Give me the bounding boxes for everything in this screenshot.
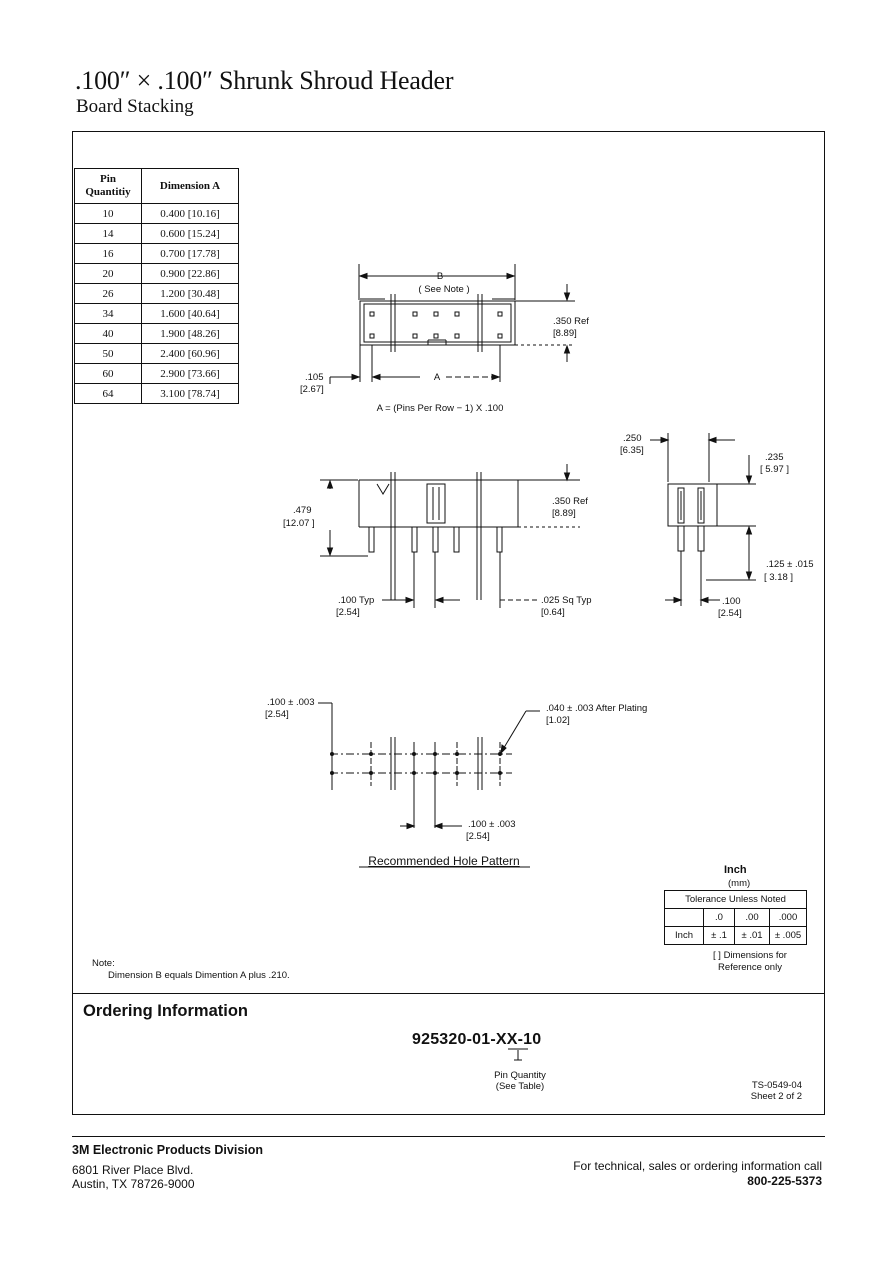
ordering-part-number: 925320-01-XX-10 (412, 1031, 542, 1048)
side-height-in: .235 (765, 452, 784, 463)
front-ref-mm: [8.89] (552, 508, 576, 519)
side-width-mm: [6.35] (620, 445, 644, 456)
hole-row-mm: [2.54] (265, 709, 289, 720)
front-height-in: .479 (293, 505, 312, 516)
top-ref-in: .350 Ref (553, 316, 589, 327)
hole-row-in: .100 ± .003 (267, 697, 314, 708)
unit-inch-label: Inch (724, 864, 747, 876)
frame-divider (72, 993, 825, 994)
table-row: Inch ± .1 ± .01 ± .005 (664, 926, 807, 945)
side-view (650, 433, 756, 606)
footer-address-line2: Austin, TX 78726-9000 (72, 1177, 195, 1191)
front-pitch-mm: [2.54] (336, 607, 360, 618)
header-pin-line2: Quantitiy (85, 186, 131, 198)
tolerance-table: Tolerance Unless Noted .0 .00 .000 Inch … (664, 890, 807, 945)
top-ref-mm: [8.89] (553, 328, 577, 339)
page-title: .100″ × .100″ Shrunk Shroud Header (75, 66, 454, 95)
top-offset-mm: [2.67] (300, 384, 324, 395)
tolerance-value: ± .1 (703, 926, 735, 945)
side-pitch-in: .100 (722, 596, 741, 607)
pin-qty: 64 (74, 383, 142, 404)
ordering-pin-line1: Pin Quantity (494, 1070, 546, 1081)
table-row: .0 .00 .000 (664, 908, 807, 927)
hole-pitch-in: .100 ± .003 (468, 819, 515, 830)
header-pin-line1: Pin (100, 173, 116, 185)
unit-mm-label: (mm) (728, 878, 751, 889)
front-pin-mm: [0.64] (541, 607, 565, 618)
front-pitch-in: .100 Typ (338, 595, 374, 606)
side-tail-in: .125 ± .015 (766, 559, 813, 570)
tolerance-value: ± .01 (734, 926, 770, 945)
dim-a-label: A (434, 372, 441, 383)
reference-note-line1: [ ] Dimensions for (713, 950, 787, 961)
hole-size-in: .040 ± .003 After Plating (546, 703, 647, 714)
hole-dots (330, 752, 502, 775)
footer-divider (72, 1136, 825, 1137)
tolerance-heading: Tolerance Unless Noted (664, 890, 807, 909)
top-offset-in: .105 (305, 372, 324, 383)
tolerance-col: .00 (734, 908, 770, 927)
page-subtitle: Board Stacking (76, 96, 194, 117)
table-header-row: Pin Quantitiy Dimension A (74, 168, 239, 204)
front-view (320, 464, 580, 608)
dim-a: 3.100 [78.74] (141, 383, 239, 404)
tolerance-row-label: Inch (664, 926, 704, 945)
document-reference: TS-0549-04 Sheet 2 of 2 (720, 1080, 802, 1102)
footer-phone: 800-225-5373 (747, 1174, 822, 1188)
tolerance-corner (664, 908, 704, 927)
header-pin-quantity: Pin Quantitiy (74, 168, 142, 204)
tolerance-col: .000 (769, 908, 807, 927)
hole-pattern (318, 702, 540, 830)
tolerance-col: .0 (703, 908, 735, 927)
hole-pattern-caption: Recommended Hole Pattern (368, 854, 519, 868)
dim-b-label: B (437, 271, 443, 282)
drawing-frame (72, 131, 825, 1115)
document-id: TS-0549-04 (751, 1080, 802, 1091)
front-pin-in: .025 Sq Typ (541, 595, 592, 606)
side-width-in: .250 (623, 433, 642, 444)
side-pitch-mm: [2.54] (718, 608, 742, 619)
dim-b-note: ( See Note ) (418, 284, 469, 295)
table-row: Tolerance Unless Noted (664, 890, 807, 909)
reference-note-line2: Reference only (718, 962, 782, 973)
ordering-title: Ordering Information (83, 1002, 248, 1020)
hole-size-mm: [1.02] (546, 715, 570, 726)
dim-a: 2.400 [60.96] (141, 343, 239, 364)
front-height-mm: [12.07 ] (283, 518, 315, 529)
note-label: Note: (92, 958, 115, 969)
ordering-pin-line2: (See Table) (495, 1081, 545, 1092)
sheet-number: Sheet 2 of 2 (750, 1091, 802, 1102)
ordering-pin-quantity-note: Pin Quantity (See Table) (470, 1070, 570, 1092)
hole-pitch-mm: [2.54] (466, 831, 490, 842)
dim-a-formula: A = (Pins Per Row − 1) X .100 (377, 403, 504, 414)
side-height-mm: [ 5.97 ] (760, 464, 789, 475)
side-tail-mm: [ 3.18 ] (764, 572, 793, 583)
note-block: Note: Dimension B equals Dimention A plu… (92, 958, 290, 982)
footer-address-line1: 6801 River Place Blvd. (72, 1163, 194, 1177)
top-view (329, 264, 575, 384)
tolerance-value: ± .005 (769, 926, 807, 945)
footer-company: 3M Electronic Products Division (72, 1143, 264, 1157)
reference-note: [ ] Dimensions for Reference only (690, 950, 810, 974)
front-ref-in: .350 Ref (552, 496, 588, 507)
note-text: Dimension B equals Dimention A plus .210… (108, 970, 290, 981)
footer-contact: For technical, sales or ordering informa… (573, 1159, 822, 1173)
